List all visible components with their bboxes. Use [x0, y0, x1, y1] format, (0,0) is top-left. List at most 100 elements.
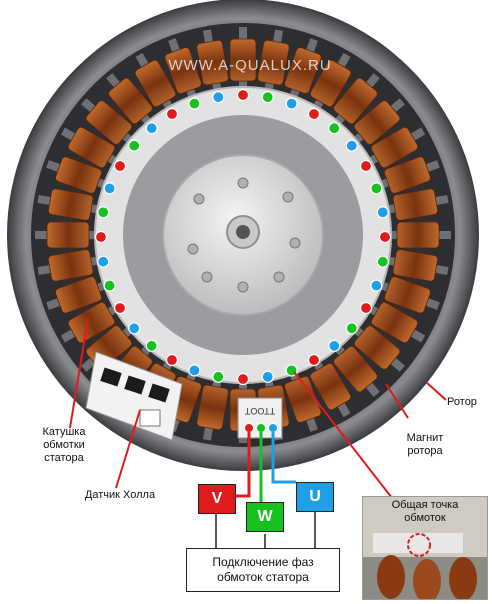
winding-dot: [236, 88, 250, 102]
winding-dot: [378, 230, 392, 244]
stator-coil: [60, 126, 119, 169]
hub-bolts: [187, 177, 301, 293]
winding-dot: [97, 206, 110, 219]
winding-dot: [212, 370, 225, 383]
winding-dot: [212, 91, 225, 104]
hall-sensor: [85, 351, 183, 441]
winding-dot: [261, 370, 274, 383]
stator-coil: [284, 38, 322, 100]
winding-dot: [103, 279, 116, 292]
hub-bolt: [273, 271, 285, 283]
winding-dot: [113, 159, 127, 173]
phase-box-u: U: [296, 482, 334, 512]
winding-dot: [376, 206, 389, 219]
winding-dot: [236, 372, 250, 386]
winding-dot: [345, 322, 358, 335]
stator-coil: [257, 29, 290, 92]
stator-coil: [35, 221, 97, 249]
winding-dot: [345, 139, 358, 152]
phase-connection-caption: Подключение фаз обмоток статора: [186, 548, 340, 592]
winding-dot: [128, 322, 141, 335]
stator-coil: [352, 325, 405, 372]
hub-bolt: [289, 237, 301, 249]
hub-bolt: [201, 271, 213, 283]
label-stator-coil: Катушка обмотки статора: [42, 426, 86, 464]
winding-dot: [328, 339, 341, 352]
stator-coil: [37, 188, 100, 221]
winding-dot: [145, 339, 158, 352]
stator-coil: [134, 52, 177, 111]
phase-box-w: W: [246, 502, 284, 532]
stator-coil: [309, 52, 352, 111]
winding-dot: [165, 107, 179, 121]
stator-coil: [81, 98, 134, 145]
winding-dot: [307, 107, 321, 121]
connector-pin-green: [256, 423, 266, 433]
pointer-stator-coil: [69, 317, 89, 429]
winding-dot: [376, 255, 389, 268]
winding-dot: [145, 122, 158, 135]
connector-label: TTOOT: [244, 406, 275, 416]
winding-dot: [165, 353, 179, 367]
stator-coil: [309, 359, 352, 418]
stator-coil: [229, 27, 257, 89]
common-point-marker: [407, 533, 431, 557]
stator-coil: [196, 29, 229, 92]
winding-dot: [103, 182, 116, 195]
stator-coil: [46, 156, 108, 194]
winding-dot: [188, 364, 201, 377]
hub-bolt: [237, 177, 249, 189]
stator-coil: [37, 249, 100, 282]
stator-coil: [378, 156, 440, 194]
winding-dot: [370, 182, 383, 195]
wire-u: [271, 432, 296, 484]
inset-illustration: [363, 497, 487, 599]
stator-coil: [386, 249, 449, 282]
phase-box-v: V: [198, 484, 236, 514]
hub-bolt: [282, 191, 294, 203]
label-hall-sensor: Датчик Холла: [84, 489, 156, 501]
common-point-inset: [362, 496, 488, 600]
stator-coil: [333, 344, 380, 397]
stator-coil: [60, 301, 119, 344]
connector-pin-blue: [268, 423, 278, 433]
stator-coil: [367, 301, 426, 344]
stator-coil: [284, 370, 322, 432]
pointer-rotor: [425, 381, 447, 401]
pointer-common-point: [293, 371, 393, 499]
stator-coil: [333, 73, 380, 126]
winding-dot: [328, 122, 341, 135]
hub-bolt: [187, 243, 199, 255]
connector-pin-red: [244, 423, 254, 433]
label-common-point: Общая точка обмоток: [391, 499, 459, 524]
stator-coils: [35, 27, 451, 443]
hub-bolt: [237, 281, 249, 293]
stator-coil: [367, 126, 426, 169]
winding-dot: [261, 91, 274, 104]
winding-dot: [188, 97, 201, 110]
stator-coil: [164, 38, 202, 100]
winding-dot: [97, 255, 110, 268]
pointer-rotor-magnet: [385, 383, 409, 419]
wire-v: [236, 432, 251, 498]
stator-coil: [389, 221, 451, 249]
winding-dot: [307, 353, 321, 367]
stator-coil: [352, 98, 405, 145]
winding-dot: [94, 230, 108, 244]
winding-dot: [359, 159, 373, 173]
watermark: WWW.A-QUALUX.RU: [168, 57, 331, 74]
stator-coil: [106, 73, 153, 126]
hub-hole: [236, 225, 250, 239]
winding-dot: [359, 301, 373, 315]
winding-dot: [128, 139, 141, 152]
stator-coil: [386, 188, 449, 221]
pointer-hall-sensor: [115, 409, 141, 489]
stator-coil: [46, 276, 108, 314]
label-rotor-magnet: Магнит ротора: [406, 432, 444, 457]
winding-dot: [370, 279, 383, 292]
hub-bolt: [193, 193, 205, 205]
winding-dot: [285, 97, 298, 110]
winding-dots: [94, 88, 392, 386]
label-rotor: Ротор: [447, 396, 477, 408]
